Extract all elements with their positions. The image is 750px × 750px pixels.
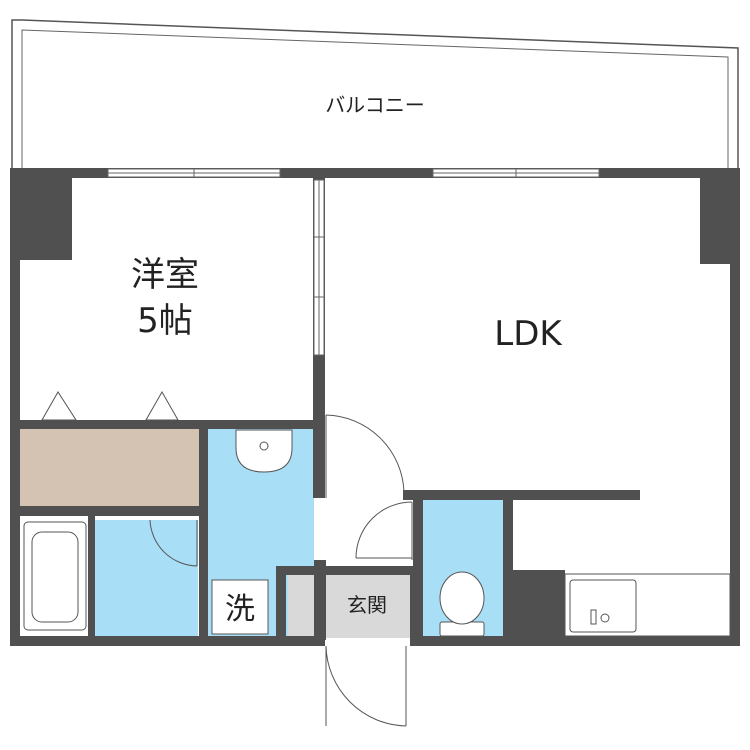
western-room-size: 5帖 (137, 301, 193, 341)
laundry-box (211, 579, 269, 635)
western-room-name: 洋室 (131, 255, 199, 295)
bathroom-floor (95, 520, 198, 638)
entrance-label: 玄関 (347, 593, 387, 617)
washbasin-icon (235, 429, 293, 473)
closet-doors (41, 390, 179, 421)
laundry-label: 洗 (225, 592, 255, 627)
closet-area (20, 428, 200, 506)
door-swings (149, 414, 413, 727)
balcony-label: バルコニー (325, 93, 425, 117)
ldk-label: LDK (494, 314, 563, 354)
kitchen-counter (564, 573, 731, 637)
sliding-partition (313, 179, 325, 356)
walls (10, 168, 740, 646)
toilet-icon (439, 571, 485, 637)
windows (107, 168, 600, 178)
entrance-floor (288, 575, 411, 638)
bathtub-icon (23, 521, 87, 631)
